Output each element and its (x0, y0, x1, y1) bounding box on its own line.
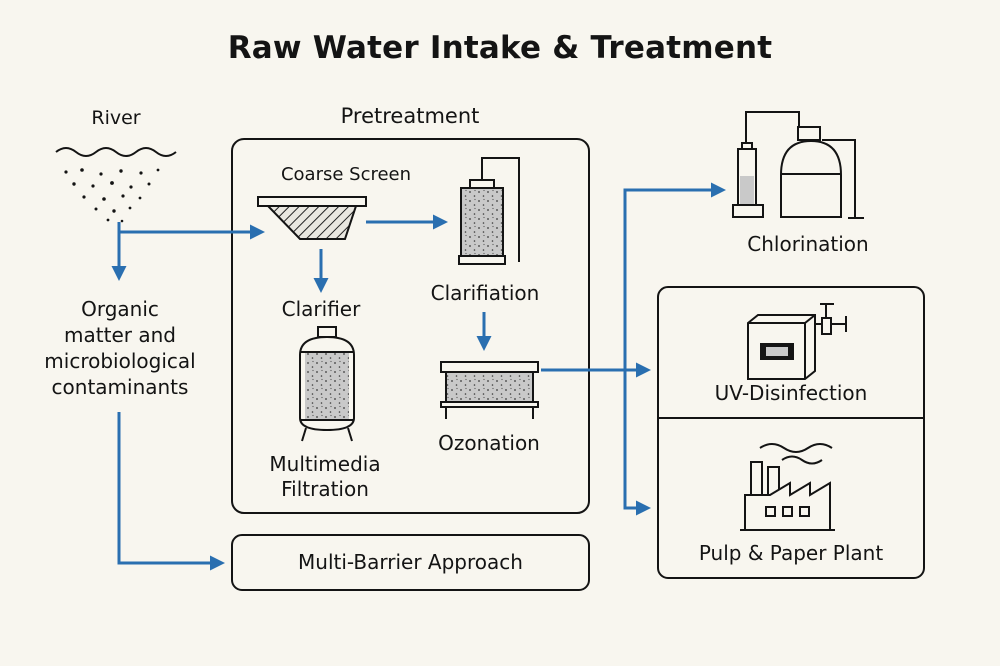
pretreatment-box (231, 138, 590, 514)
chlorine-tank-icon (732, 111, 864, 219)
contaminants-to-barrier-arrow (117, 412, 225, 571)
pretreatment-label: Pretreatment (340, 104, 480, 128)
ozonation-label: Ozonation (438, 431, 540, 455)
ozonation-to-plant-arrow (623, 370, 651, 516)
clarification-label: Clarifiation (430, 281, 540, 305)
flow-arrows (111, 182, 726, 571)
bar-screen-icon (257, 196, 367, 240)
factory-icon (740, 443, 835, 531)
ozonation-to-chlorination-arrow (623, 182, 726, 370)
clarifier-label: Clarifier (281, 297, 361, 321)
chlorination-label: Chlorination (747, 232, 869, 256)
uv-disinfection-label: UV-Disinfection (714, 381, 868, 405)
pulp-paper-plant-label: Pulp & Paper Plant (698, 541, 884, 565)
multimedia-filtration-label: Multimedia Filtration (269, 452, 381, 501)
ozone-reactor-icon (440, 361, 539, 419)
river-waves-icon (55, 147, 177, 223)
river-label: River (91, 107, 141, 129)
coarse-screen-label: Coarse Screen (280, 164, 412, 185)
uv-unit-icon (747, 303, 847, 380)
multi-barrier-box (231, 534, 590, 591)
contaminants-label: Organic matter and microbiological conta… (44, 297, 196, 399)
outputs-box (657, 286, 925, 579)
pressure-vessel-icon (299, 326, 355, 442)
multi-barrier-label: Multi-Barrier Approach (298, 550, 523, 574)
filter-column-icon (458, 157, 520, 265)
page-title: Raw Water Intake & Treatment (227, 30, 773, 66)
